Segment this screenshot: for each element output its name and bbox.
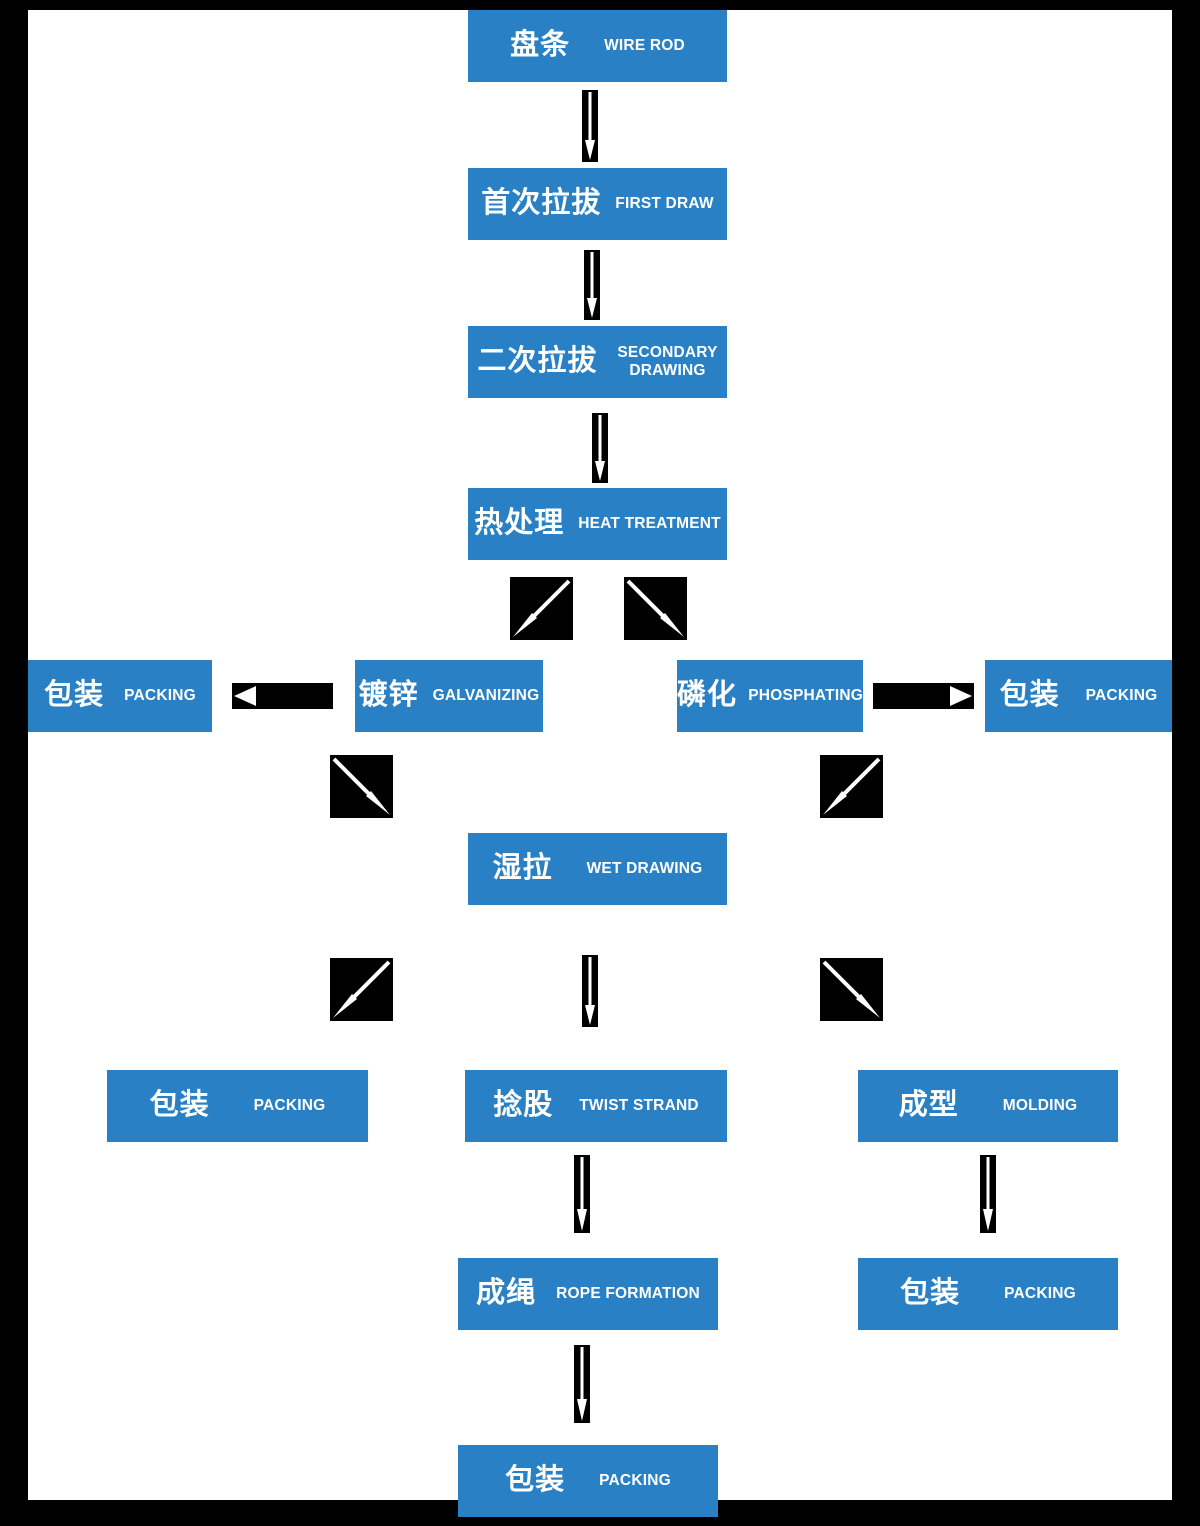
arrow-diagonal-wet-drawing-to-molding	[820, 958, 883, 1021]
node-label-cn: 包装	[149, 1089, 210, 1122]
arrow-down-wire-rod-to-first-draw	[582, 90, 598, 162]
node-label-cn: 热处理	[474, 507, 565, 540]
node-label-cn: 磷化	[677, 679, 738, 712]
node-label-cn: 包装	[44, 679, 105, 712]
node-phosphating[interactable]: 磷化 PHOSPHATING	[677, 660, 863, 732]
node-label-en: FIRST DRAW	[615, 195, 714, 213]
node-label-cn: 包装	[505, 1464, 566, 1497]
node-packing-after-galvanizing[interactable]: 包装 PACKING	[28, 660, 212, 732]
node-label-cn: 镀锌	[358, 679, 419, 712]
node-label-en: WIRE ROD	[604, 37, 685, 55]
arrow-down-rope-formation-to-packing	[574, 1345, 590, 1423]
node-packing-bottom[interactable]: 包装 PACKING	[458, 1445, 718, 1517]
node-label-cn: 成绳	[476, 1277, 537, 1310]
node-label-en: PACKING	[1004, 1285, 1076, 1303]
node-heat-treatment[interactable]: 热处理 HEAT TREATMENT	[468, 488, 727, 560]
node-label-en: PACKING	[253, 1097, 326, 1115]
arrow-diagonal-heat-treatment-to-galvanizing	[510, 577, 573, 640]
node-label-cn: 首次拉拔	[481, 187, 602, 220]
arrow-right-phosphating-to-packing	[873, 683, 974, 709]
node-packing-after-wet-drawing[interactable]: 包装 PACKING	[107, 1070, 368, 1142]
node-galvanizing[interactable]: 镀锌 GALVANIZING	[355, 660, 543, 732]
arrow-down-twist-strand-to-rope-formation	[574, 1155, 590, 1233]
node-label-en: WET DRAWING	[586, 860, 703, 878]
node-wire-rod[interactable]: 盘条 WIRE ROD	[468, 10, 727, 82]
node-label-cn: 成型	[898, 1089, 959, 1122]
node-label-cn: 盘条	[510, 29, 571, 62]
node-twist-strand[interactable]: 捻股 TWIST STRAND	[465, 1070, 727, 1142]
node-molding[interactable]: 成型 MOLDING	[858, 1070, 1118, 1142]
diagram-page: 盘条 WIRE ROD 首次拉拔 FIRST DRAW	[28, 10, 1172, 1517]
node-label-en: PACKING	[1085, 687, 1158, 705]
node-wet-drawing[interactable]: 湿拉 WET DRAWING	[468, 833, 727, 905]
arrow-down-molding-to-packing	[980, 1155, 996, 1233]
node-packing-after-phosphating[interactable]: 包装 PACKING	[985, 660, 1172, 732]
node-label-en: PACKING	[599, 1472, 671, 1490]
node-rope-formation[interactable]: 成绳 ROPE FORMATION	[458, 1258, 718, 1330]
node-label-en: GALVANIZING	[432, 687, 540, 705]
arrow-down-wet-drawing-to-twist-strand	[582, 955, 598, 1027]
arrow-diagonal-phosphating-to-wet-drawing	[820, 755, 883, 818]
arrow-diagonal-heat-treatment-to-phosphating	[624, 577, 687, 640]
node-label-en: PHOSPHATING	[748, 687, 863, 705]
node-label-cn: 湿拉	[492, 852, 553, 885]
arrow-down-first-draw-to-secondary-draw	[584, 250, 600, 320]
node-first-draw[interactable]: 首次拉拔 FIRST DRAW	[468, 168, 727, 240]
node-label-en: MOLDING	[1002, 1097, 1078, 1115]
arrow-diagonal-galvanizing-to-wet-drawing	[330, 755, 393, 818]
node-label-en: PACKING	[124, 687, 196, 705]
node-secondary-drawing[interactable]: 二次拉拔 SECONDARY DRAWING	[468, 326, 727, 398]
node-label-cn: 包装	[900, 1277, 961, 1310]
node-label-cn: 包装	[999, 679, 1060, 712]
node-packing-after-molding[interactable]: 包装 PACKING	[858, 1258, 1118, 1330]
node-label-cn: 捻股	[493, 1089, 554, 1122]
arrow-left-galvanizing-to-packing	[232, 683, 333, 709]
node-label-en: SECONDARY DRAWING	[617, 344, 718, 379]
node-label-en: ROPE FORMATION	[556, 1285, 700, 1303]
arrow-diagonal-wet-drawing-to-packing	[330, 958, 393, 1021]
node-label-en: HEAT TREATMENT	[578, 515, 721, 533]
node-label-cn: 二次拉拔	[477, 345, 598, 378]
node-label-en: TWIST STRAND	[579, 1097, 699, 1115]
arrow-down-secondary-draw-to-heat-treatment	[592, 413, 608, 483]
